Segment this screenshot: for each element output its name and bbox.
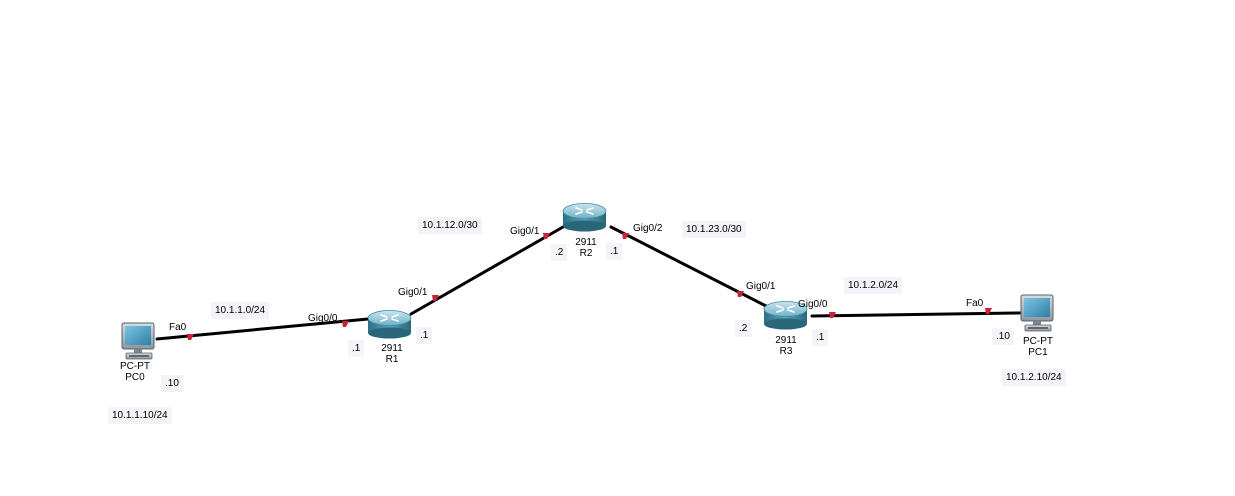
port-marker-r3-gig00 xyxy=(829,312,836,318)
r1-gig00-octet-label: .1 xyxy=(348,340,365,357)
port-marker-pc1-fa0 xyxy=(985,308,992,314)
r2-model: 2911 xyxy=(575,237,597,248)
r2-device-label: 2911 R2 xyxy=(561,237,611,259)
link-r3-pc1[interactable] xyxy=(810,311,1022,318)
port-marker-r1-gig00 xyxy=(342,321,349,327)
r1-model: 2911 xyxy=(381,343,403,354)
port-marker-r2-gig01 xyxy=(543,233,550,239)
port-marker-r2-gig02 xyxy=(622,233,629,239)
pc1-ip-label: 10.1.2.10/24 xyxy=(1002,369,1066,386)
pc1-device-label: PC-PT PC1 xyxy=(1013,336,1063,358)
pc0-device-label: PC-PT PC0 xyxy=(110,361,160,383)
port-marker-pc0-fa0 xyxy=(187,334,194,340)
r1-name: R1 xyxy=(385,354,399,365)
r1-gig01-octet-label: .1 xyxy=(416,327,433,344)
network-label-r1-r2: 10.1.12.0/30 xyxy=(418,217,482,234)
pc1-octet-label: .10 xyxy=(992,328,1014,345)
r3-gig01-octet-label: .2 xyxy=(735,320,752,337)
pc0-ip-label: 10.1.1.10/24 xyxy=(108,407,172,424)
pc1-model: PC-PT xyxy=(1023,336,1053,347)
network-label-r2-r3: 10.1.23.0/30 xyxy=(682,221,746,238)
r1-gig01-label: Gig0/1 xyxy=(398,287,428,298)
r3-gig00-label: Gig0/0 xyxy=(798,299,828,310)
r2-gig01-label: Gig0/1 xyxy=(510,226,540,237)
port-marker-r1-gig01 xyxy=(432,295,439,301)
r1-device-label: 2911 R1 xyxy=(367,343,417,365)
r2-gig02-octet-label: .1 xyxy=(606,243,623,260)
pc0-name: PC0 xyxy=(125,372,145,383)
pc0-fa0-label: Fa0 xyxy=(169,322,187,333)
r3-gig01-label: Gig0/1 xyxy=(746,281,776,292)
network-label-pc0-r1: 10.1.1.0/24 xyxy=(211,302,270,319)
network-label-r3-pc1: 10.1.2.0/24 xyxy=(844,277,903,294)
r2-gig02-label: Gig0/2 xyxy=(633,223,663,234)
r3-name: R3 xyxy=(779,346,793,357)
r2-name: R2 xyxy=(579,248,593,259)
pc1-fa0-label: Fa0 xyxy=(966,298,984,309)
router-icon[interactable] xyxy=(367,310,412,339)
r3-model: 2911 xyxy=(775,335,797,346)
pc-icon[interactable] xyxy=(1020,294,1054,332)
r1-gig00-label: Gig0/0 xyxy=(308,313,338,324)
router-icon[interactable] xyxy=(763,301,808,330)
pc0-octet-label: .10 xyxy=(161,375,183,392)
pc-icon[interactable] xyxy=(121,322,155,360)
router-icon[interactable] xyxy=(562,203,607,232)
r3-device-label: 2911 R3 xyxy=(761,335,811,357)
r3-gig00-octet-label: .1 xyxy=(812,329,829,346)
r2-gig01-octet-label: .2 xyxy=(551,244,568,261)
pc1-name: PC1 xyxy=(1028,347,1048,358)
pc0-model: PC-PT xyxy=(120,361,150,372)
port-marker-r3-gig01 xyxy=(737,291,744,297)
